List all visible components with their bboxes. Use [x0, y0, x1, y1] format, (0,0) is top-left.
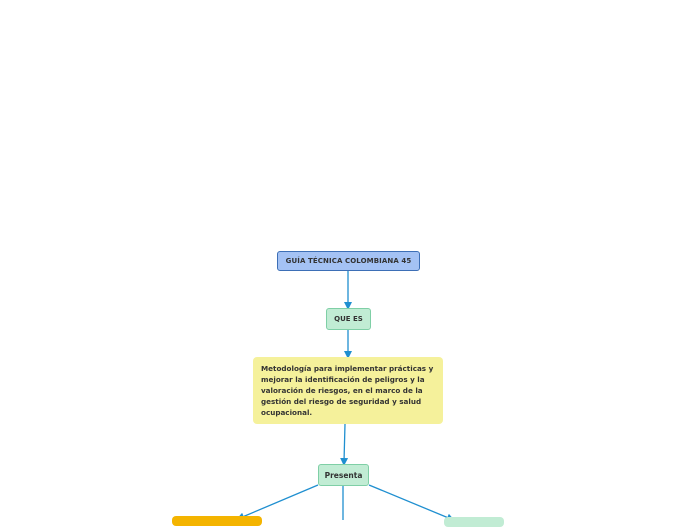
- child-node-right[interactable]: [444, 517, 504, 527]
- root-node-label: GUÍA TÉCNICA COLOMBIANA 45: [285, 257, 412, 265]
- que-es-node[interactable]: QUE ES: [326, 308, 371, 330]
- connector-presenta-to-left: [236, 484, 319, 520]
- connector-definition-to-presenta: [340, 423, 349, 466]
- que-es-node-label: QUE ES: [334, 315, 363, 323]
- definition-node[interactable]: Metodología para implementar prácticas y…: [253, 357, 443, 424]
- presenta-node-label: Presenta: [324, 470, 363, 480]
- child-node-left[interactable]: [172, 516, 262, 526]
- definition-node-text: Metodología para implementar prácticas y…: [261, 364, 434, 417]
- connector-presenta-to-right: [368, 484, 455, 520]
- root-node[interactable]: GUÍA TÉCNICA COLOMBIANA 45: [277, 251, 420, 271]
- presenta-node[interactable]: Presenta: [318, 464, 369, 486]
